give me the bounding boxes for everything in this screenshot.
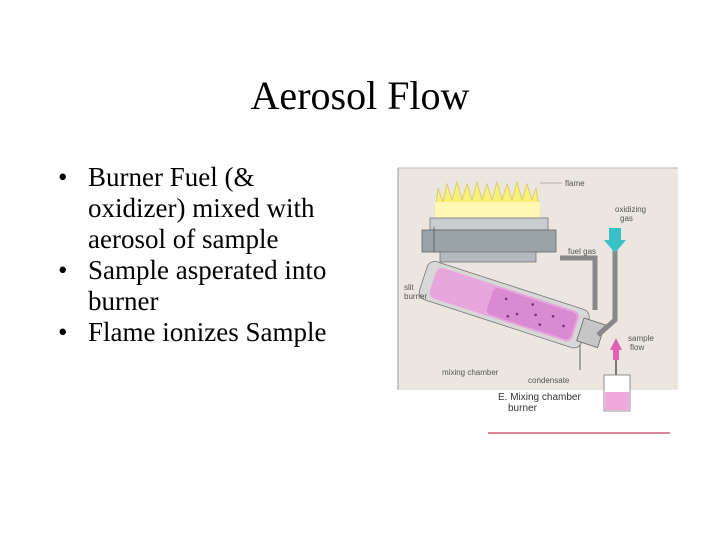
bullet-text: Burner Fuel (& oxidizer) mixed with aero… — [88, 162, 315, 254]
label-burner: burner — [404, 292, 427, 301]
sample-flow-arrow-icon — [610, 338, 622, 360]
label-fuel-gas: fuel gas — [568, 247, 596, 256]
slide-title: Aerosol Flow — [250, 73, 470, 118]
burner-diagram: flame oxidizing gas fuel gas slit burner… — [380, 160, 680, 440]
bullet-item: • Flame ionizes Sample — [58, 317, 328, 348]
bullet-marker: • — [58, 317, 68, 347]
bullet-marker: • — [58, 255, 68, 285]
label-condensate: condensate — [528, 376, 570, 385]
figure-caption-line1: E. Mixing chamber — [498, 392, 581, 403]
burner-head — [421, 229, 557, 253]
bullet-item: • Sample asperated into burner — [58, 255, 328, 317]
mixing-chamber-dense — [486, 287, 577, 340]
mixing-chamber-group — [418, 261, 606, 349]
label-mixing-chamber: mixing chamber — [442, 368, 499, 377]
label-oxidizing: oxidizing — [615, 205, 646, 214]
bullet-text: Flame ionizes Sample — [88, 317, 327, 347]
burner-neck — [439, 251, 537, 263]
sample-liquid — [605, 392, 629, 410]
nebulizer-block — [576, 317, 606, 349]
bullet-marker: • — [58, 162, 68, 192]
fuel-gas-pipe — [560, 255, 598, 310]
burner-diagram-svg: flame oxidizing gas fuel gas slit burner… — [397, 167, 678, 434]
bullet-text: Sample asperated into burner — [88, 255, 327, 316]
label-flame: flame — [565, 179, 585, 188]
label-sample: sample — [628, 334, 654, 343]
burner-head-top — [429, 217, 549, 231]
bullet-list: • Burner Fuel (& oxidizer) mixed with ae… — [58, 162, 328, 348]
bullet-item: • Burner Fuel (& oxidizer) mixed with ae… — [58, 162, 328, 255]
label-flow: flow — [630, 343, 644, 352]
oxidizer-arrow-icon — [604, 228, 626, 253]
flame-base — [435, 202, 540, 218]
label-gas: gas — [620, 214, 633, 223]
figure-caption-line2: burner — [508, 403, 538, 414]
label-slit: slit — [404, 283, 415, 292]
oxidizing-gas-pipe — [596, 240, 618, 337]
